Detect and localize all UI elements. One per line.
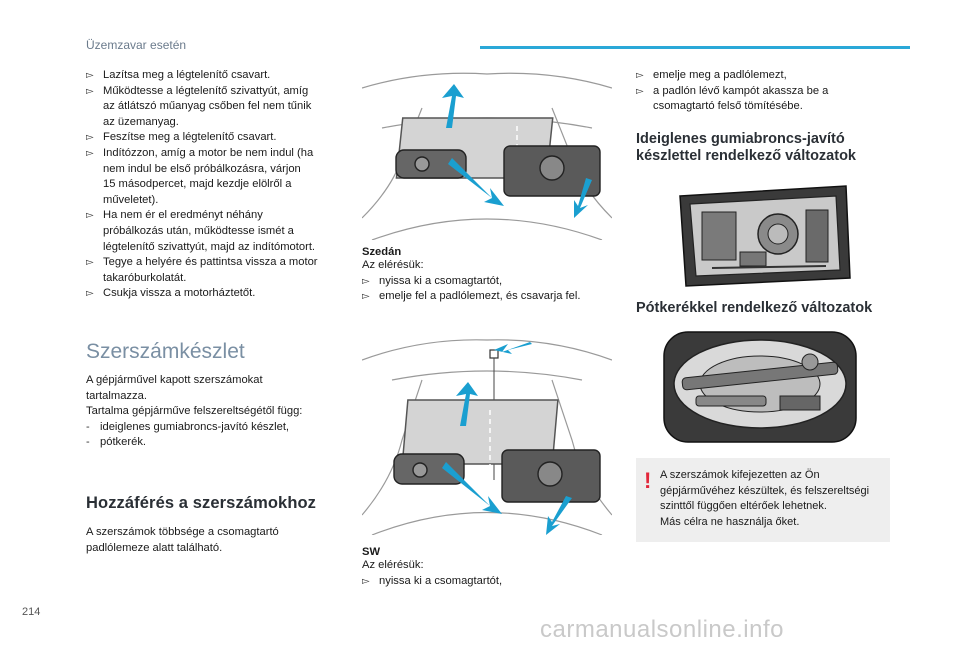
list-item: ▻emelje meg a padlólemezt, [636, 68, 896, 84]
section-header: Üzemzavar esetén [86, 38, 187, 52]
list-item: ▻nyissa ki a csomagtartót, [362, 574, 612, 590]
arrow-bullet-icon: ▻ [86, 257, 94, 269]
list-item: ▻Csukja vissza a motorháztetőt. [86, 286, 346, 302]
sedan-trunk-illustration [361, 68, 613, 241]
sw-trunk-illustration [361, 330, 613, 536]
list-item: ▻Lazítsa meg a légtelenítő csavart. [86, 68, 346, 84]
spare-wheel-heading: Pótkerékkel rendelkező változatok [636, 300, 873, 316]
arrow-bullet-icon: ▻ [636, 70, 644, 81]
sedan-title: Szedán [362, 246, 402, 258]
arrow-bullet-icon: ▻ [86, 132, 94, 144]
arrow-bullet-icon: ▻ [86, 85, 94, 97]
arrow-bullet-icon: ▻ [362, 275, 370, 287]
repair-kit-illustration [676, 182, 852, 290]
warning-text: A szerszámok kifejezetten az Ön gépjármű… [660, 469, 870, 528]
sedan-steps: ▻nyissa ki a csomagtartót, ▻emelje fel a… [362, 274, 612, 305]
page-number: 214 [22, 606, 41, 618]
arrow-bullet-icon: ▻ [86, 147, 94, 159]
up-arrow-icon [442, 84, 464, 128]
arrow-bullet-icon: ▻ [86, 70, 94, 81]
header-accent-bar [480, 46, 910, 49]
access-heading: Hozzáférés a szerszámokhoz [86, 494, 317, 512]
list-item: -ideiglenes gumiabroncs-javító készlet, [86, 420, 290, 433]
list-item: ▻Működtesse a légtelenítő szivattyút, am… [86, 84, 312, 128]
spare-wheel-illustration [660, 326, 860, 448]
watermark: carmanualsonline.info [540, 616, 784, 643]
list-item: ▻nyissa ki a csomagtartót, [362, 274, 612, 290]
arrow-bullet-icon: ▻ [86, 210, 94, 222]
sw-title: SW [362, 546, 381, 558]
arrow-bullet-icon: ▻ [362, 291, 370, 303]
up-arrow-icon [456, 382, 478, 426]
list-item: ▻emelje fel a padlólemezt, és csavarja f… [362, 289, 612, 305]
sw-caption: SW Az elérésük: ▻nyissa ki a csomagtartó… [362, 546, 612, 589]
toolkit-heading: Szerszámkészlet [86, 340, 245, 363]
sw-steps: ▻nyissa ki a csomagtartót, [362, 574, 612, 590]
arrow-bullet-icon: ▻ [362, 575, 370, 587]
arrow-bullet-icon: ▻ [86, 288, 94, 300]
warning-box: ! A szerszámok kifejezetten az Ön gépjár… [636, 458, 890, 542]
arrow-bullet-icon: ▻ [636, 85, 644, 97]
sedan-caption: Szedán Az elérésük: ▻nyissa ki a csomagt… [362, 246, 612, 305]
list-item: ▻Tegye a helyére és pattintsa vissza a m… [86, 256, 318, 284]
warning-icon: ! [644, 468, 652, 493]
list-item: ▻Feszítse meg a légtelenítő csavart. [86, 130, 346, 146]
procedure-list: ▻Lazítsa meg a légtelenítő csavart. ▻Műk… [86, 68, 346, 302]
floor-steps: ▻emelje meg a padlólemezt, ▻a padlón lév… [636, 68, 896, 115]
list-item: -pótkerék. [86, 436, 147, 449]
list-item: ▻Indítózzon, amíg a motor be nem indul (… [86, 146, 314, 206]
toolkit-contents-list: -ideiglenes gumiabroncs-javító készlet, … [86, 420, 346, 451]
